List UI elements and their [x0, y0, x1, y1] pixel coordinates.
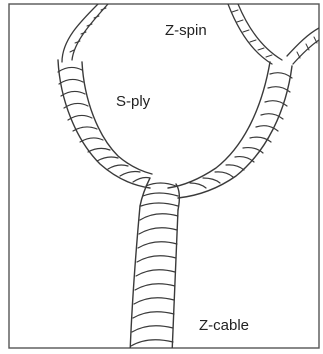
label-z-cable: Z-cable: [199, 317, 249, 334]
z-spin-strand-left: [62, 4, 108, 62]
label-s-ply: S-ply: [116, 93, 151, 110]
z-cable-rope: [130, 206, 178, 354]
label-z-spin: Z-spin: [165, 22, 207, 39]
s-ply-rope-left: [58, 60, 152, 188]
diagram-frame: [9, 4, 319, 348]
z-spin-strand-right: [228, 4, 319, 64]
s-ply-rope-right: [168, 62, 292, 198]
rope-junction: [140, 178, 179, 210]
